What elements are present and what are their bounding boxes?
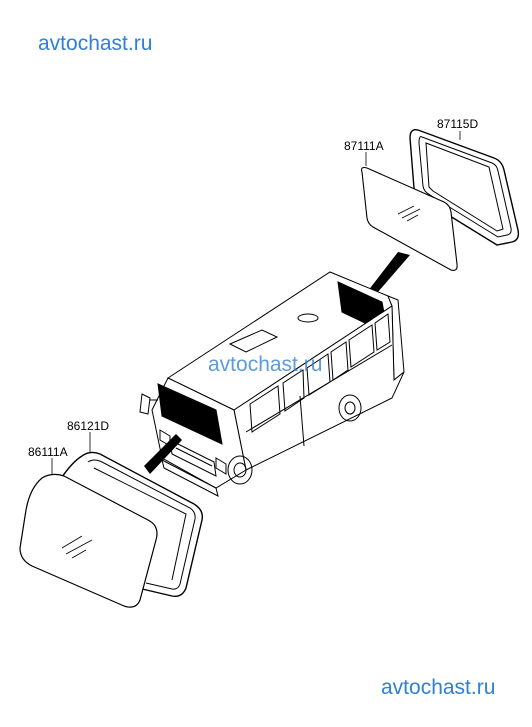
windshield-seal [58,451,204,598]
label-rear-window-glass: 87111A [344,139,384,153]
rear-window-seal [409,128,520,246]
label-rear-window-seal: 87115D [437,117,479,131]
label-windshield-glass: 86111A [28,445,68,459]
windshield-glass [19,473,158,608]
watermark-top: avtochast.ru [38,32,153,55]
leader-lines [51,131,461,474]
bus-illustration [139,271,405,497]
windshield-pointer [144,434,182,474]
watermark-middle: avtochast.ru [208,353,323,376]
label-windshield-seal: 86121D [67,419,110,433]
watermark-bottom: avtochast.ru [381,676,496,699]
rear-glass-pointer [364,252,410,300]
rear-window-glass [361,166,458,271]
